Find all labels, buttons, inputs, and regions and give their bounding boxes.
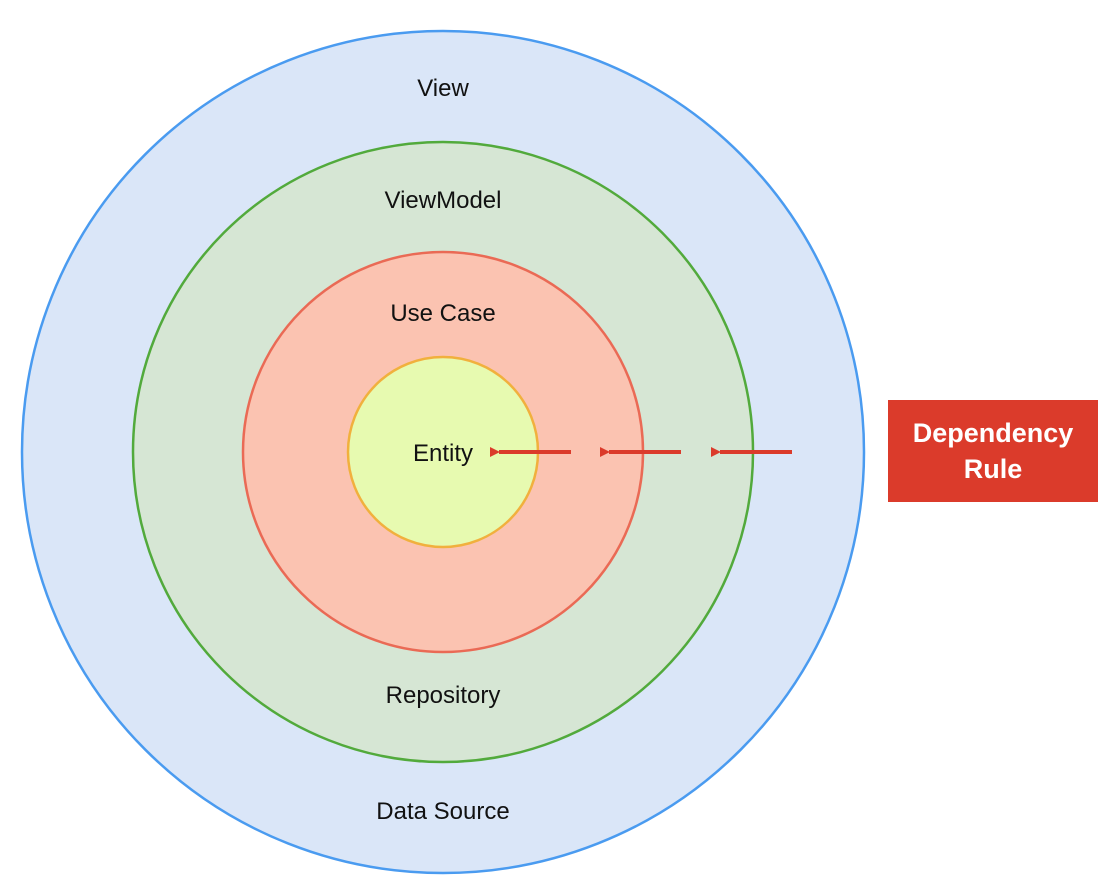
entity-label: Entity xyxy=(413,440,473,467)
dependency-rule-line1: Dependency xyxy=(912,418,1074,448)
use-case-label: Use Case xyxy=(390,300,495,327)
dependency-rule-line2: Rule xyxy=(963,454,1023,484)
repository-label: Repository xyxy=(386,682,501,709)
view-label: View xyxy=(417,75,469,102)
data-source-label: Data Source xyxy=(376,798,509,825)
dependency-rule-box: Dependency Rule xyxy=(888,400,1098,502)
viewmodel-label: ViewModel xyxy=(385,187,502,214)
